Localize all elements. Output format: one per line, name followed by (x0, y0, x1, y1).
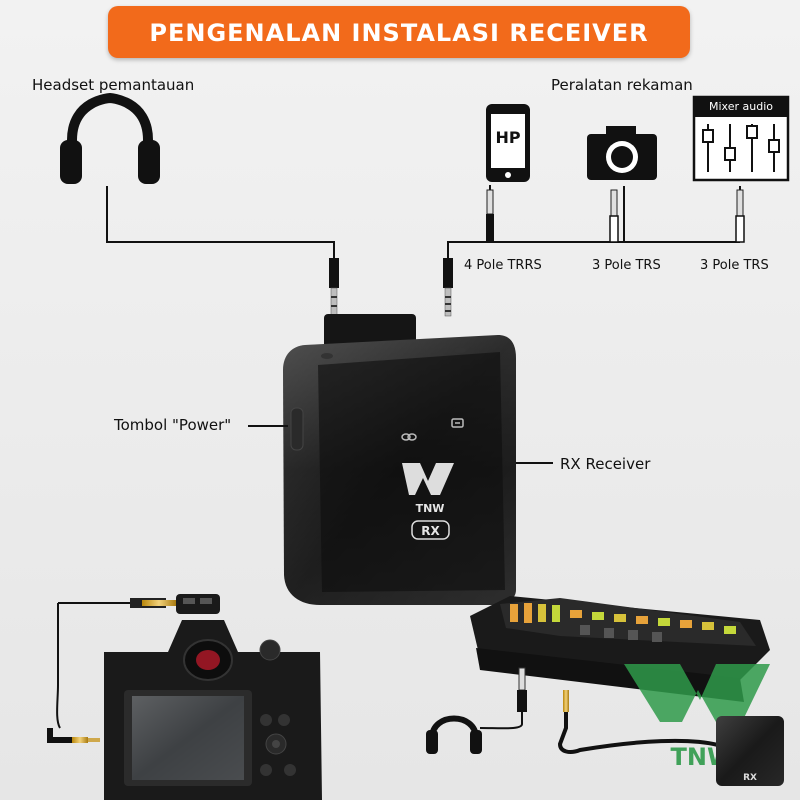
camera-icon (587, 126, 657, 180)
small-headset-icon (426, 715, 482, 754)
tnw-logo-icon (402, 463, 454, 495)
device-rx-badge: RX (421, 524, 440, 538)
recording-equipment-label: Peralatan rekaman (551, 76, 693, 94)
headset-icon (60, 92, 160, 184)
pole3-label-camera: 3 Pole TRS (592, 258, 661, 273)
pole4-label: 4 Pole TRRS (464, 258, 542, 273)
dslr-camera-illustration (47, 594, 322, 800)
mixer-icon (692, 95, 790, 182)
device-brand: TNW (416, 502, 445, 515)
camera-plug (609, 189, 619, 243)
headset-jack-plug (329, 258, 339, 317)
small-receiver-badge: RX (743, 773, 757, 783)
mixer-audio-label: Mixer audio (709, 100, 773, 113)
recording-jack-plug (443, 258, 453, 317)
mixer-plug (735, 189, 745, 243)
headset-label: Headset pemantauan (32, 76, 195, 94)
rx-receiver-label: RX Receiver (560, 455, 651, 473)
title-banner: PENGENALAN INSTALASI RECEIVER (108, 6, 690, 58)
power-button-label: Tombol "Power" (114, 416, 232, 434)
pole3-label-mixer: 3 Pole TRS (700, 258, 769, 273)
power-button (290, 407, 304, 451)
small-receiver-device: RX (716, 716, 784, 786)
mixer-board-illustration (470, 596, 770, 754)
phone-icon (486, 104, 530, 182)
phone-hp-text: HP (495, 128, 521, 147)
input-icon (451, 418, 464, 428)
phone-plug (486, 189, 494, 242)
title: PENGENALAN INSTALASI RECEIVER (149, 19, 649, 47)
rx-receiver-device: TNW RX (283, 314, 516, 605)
link-icon (401, 433, 417, 441)
headset-cable (106, 186, 335, 258)
